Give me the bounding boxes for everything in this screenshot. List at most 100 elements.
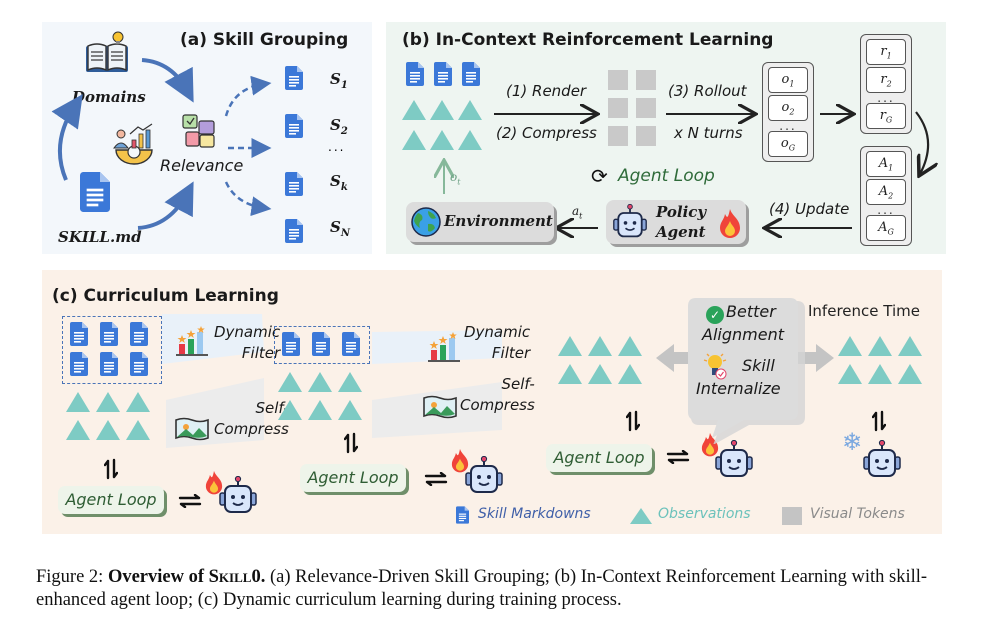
agent-loop-stage2: Agent Loop xyxy=(300,464,406,492)
skill-doc-icon xyxy=(342,332,360,356)
advantage-ag: AG xyxy=(866,215,906,241)
advantage-arrow xyxy=(915,111,928,174)
skill-doc-icon xyxy=(70,352,88,376)
agent-loop-stage1: Agent Loop xyxy=(58,486,164,514)
observation-triangle xyxy=(96,392,120,412)
observation-triangle xyxy=(458,100,482,120)
skill-doc-icon xyxy=(285,172,303,196)
observation-triangle xyxy=(402,100,426,120)
output-og: oG xyxy=(768,131,808,157)
skill-group-stage1 xyxy=(62,316,162,384)
robot-icon xyxy=(465,456,503,493)
observation-triangle xyxy=(430,130,454,150)
reward-r2: r2 xyxy=(866,67,906,93)
panel-skill-grouping: (a) Skill Grouping Domains Relevance SKI… xyxy=(42,22,372,254)
callout-bubble xyxy=(688,298,805,444)
inference-time-label: Inference Time xyxy=(808,302,920,320)
observation-triangle xyxy=(838,336,862,356)
exchange-arrow-icon xyxy=(178,494,202,508)
book-lightbulb-icon xyxy=(86,31,128,72)
caption-bold: Overview of xyxy=(107,567,209,587)
robot-icon xyxy=(863,440,901,477)
reward-ellipsis: ... xyxy=(877,91,895,105)
output-o2: o2 xyxy=(768,95,808,121)
caption-model-name: Skill0. xyxy=(208,567,266,587)
visual-token xyxy=(608,98,628,118)
panel-c-title: (c) Curriculum Learning xyxy=(52,286,279,306)
dynamic-filter-chart-icon xyxy=(428,332,460,362)
internalize-label: Internalize xyxy=(696,379,781,398)
rollout-outputs-stack: o1 o2 ... oG xyxy=(762,62,814,162)
turns-label: x N turns xyxy=(674,124,743,142)
observation-triangle xyxy=(898,364,922,384)
legend-skill-markdowns: Skill Markdowns xyxy=(478,506,591,522)
agent-loop-stage3: Agent Loop xyxy=(546,444,652,472)
observation-triangle xyxy=(588,364,612,384)
skill-doc-icon xyxy=(130,352,148,376)
observation-triangle xyxy=(868,364,892,384)
domains-label: Domains xyxy=(72,88,146,106)
observation-triangle xyxy=(338,400,362,420)
bidirectional-arrow-icon xyxy=(344,432,358,454)
legend-visual-tokens: Visual Tokens xyxy=(810,506,905,522)
relevance-to-s1-arrow xyxy=(224,75,272,117)
observation-triangle xyxy=(558,336,582,356)
visual-token xyxy=(636,70,656,90)
better-label: Better xyxy=(726,302,776,321)
legend-square-icon xyxy=(782,507,802,525)
observation-triangle xyxy=(558,364,582,384)
exchange-arrow-icon xyxy=(424,472,448,486)
skill-sk-label: Sk xyxy=(330,172,348,193)
observation-triangle xyxy=(868,336,892,356)
exchange-arrow-icon xyxy=(666,450,690,464)
compress-step-label: (2) Compress xyxy=(496,124,597,142)
snowflake-icon: ❄ xyxy=(842,428,863,456)
visual-token xyxy=(608,70,628,90)
visual-token xyxy=(636,126,656,146)
rewards-stack: r1 r2 ... rG xyxy=(860,34,912,134)
update-step-label: (4) Update xyxy=(769,200,850,218)
self-compress-label-2: Self-Compress xyxy=(460,375,535,414)
reward-r1: r1 xyxy=(866,39,906,65)
relevance-label: Relevance xyxy=(160,156,244,175)
observation-triangle xyxy=(430,100,454,120)
reward-rg: rG xyxy=(866,103,906,129)
output-o1: o1 xyxy=(768,67,808,93)
observation-triangle xyxy=(402,130,426,150)
observation-triangle xyxy=(278,400,302,420)
render-step-label: (1) Render xyxy=(506,82,587,100)
globe-icon xyxy=(411,207,441,237)
refresh-loop-icon: ⟳ xyxy=(591,164,608,188)
skill-ellipsis: ... xyxy=(328,140,346,154)
visual-token xyxy=(608,126,628,146)
skill-doc-icon xyxy=(100,352,118,376)
action-label: at xyxy=(572,204,583,221)
caption-prefix: Figure 2: xyxy=(36,567,108,587)
legend-observations: Observations xyxy=(658,506,751,522)
robot-icon xyxy=(612,204,648,238)
skill-s2-label: S2 xyxy=(330,116,348,137)
relevance-to-sk-arrow xyxy=(224,181,272,217)
skill-s1-label: S1 xyxy=(330,70,348,91)
observation-triangle xyxy=(588,336,612,356)
observation-triangle xyxy=(126,392,150,412)
skill-doc-icon xyxy=(130,322,148,346)
bidirectional-arrow-icon xyxy=(872,410,886,432)
skill-file-label: SKILL.md xyxy=(58,228,142,246)
check-circle-icon: ✓ xyxy=(706,306,724,324)
figure-caption: Figure 2: Overview of Skill0. (a) Releva… xyxy=(36,566,976,612)
observation-triangle xyxy=(308,400,332,420)
legend-triangle-icon xyxy=(630,508,652,524)
observation-triangle xyxy=(458,130,482,150)
skill-doc-icon xyxy=(285,114,303,138)
panel-b-title: (b) In-Context Reinforcement Learning xyxy=(402,30,774,50)
observation-triangle xyxy=(66,392,90,412)
analytics-gear-icon xyxy=(113,123,153,165)
rollout-step-label: (3) Rollout xyxy=(668,82,747,100)
robot-icon xyxy=(715,440,753,477)
skill-doc-icon xyxy=(282,332,300,356)
fire-icon xyxy=(720,209,740,238)
